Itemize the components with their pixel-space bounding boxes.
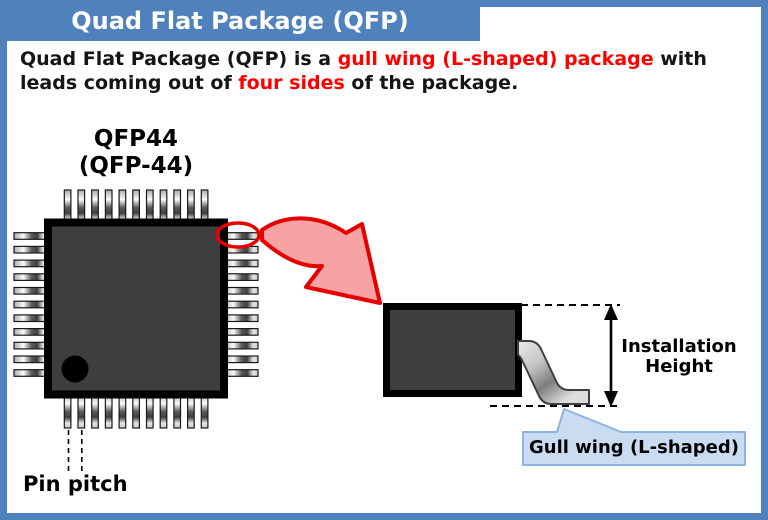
chip-name-label: QFP44 (QFP-44): [78, 126, 194, 179]
zoom-ellipse: [215, 221, 261, 249]
chip-pin: [159, 393, 168, 429]
chip-pin: [187, 393, 195, 429]
chip-pin: [118, 393, 127, 429]
chip-pin: [223, 273, 259, 281]
chip-pin: [13, 245, 49, 254]
chip-pin: [63, 393, 72, 429]
chip-pin: [13, 328, 49, 336]
chip-pin: [223, 314, 259, 323]
zoom-arrow: [260, 216, 382, 305]
gull-wing-label: Gull wing (L-shaped): [528, 437, 739, 458]
chip-pin: [145, 393, 154, 429]
chip-pin: [91, 393, 99, 429]
chip-pin: [223, 286, 259, 295]
chip-pin: [104, 393, 113, 429]
description-highlight: gull wing (L-shaped) package: [337, 48, 654, 70]
chip-pin: [173, 393, 182, 429]
chip-pin: [223, 355, 259, 364]
chip-pin: [13, 355, 49, 364]
chip-pin: [13, 300, 49, 309]
description-segment: Quad Flat Package (QFP) is a: [20, 48, 338, 70]
description-text: Quad Flat Package (QFP) is a gull wing (…: [20, 47, 744, 95]
description-segment: leads coming out of: [20, 72, 239, 94]
chip-pin: [13, 341, 49, 350]
pin-pitch-label: Pin pitch: [23, 472, 128, 496]
chip-pin: [200, 393, 209, 429]
pin-pitch-guides: [67, 430, 83, 474]
chip-pin: [13, 232, 49, 240]
page-title: Quad Flat Package (QFP): [71, 6, 409, 35]
chip-pin: [223, 259, 259, 268]
chip-pin: [13, 286, 49, 295]
chip-pin: [13, 273, 49, 281]
chip-pin: [223, 369, 259, 377]
chip-pin: [13, 314, 49, 323]
package-cross-section: [383, 303, 522, 397]
chip-pin: [13, 259, 49, 268]
chip-pin: [13, 369, 49, 377]
gull-wing-lead: [517, 340, 590, 405]
callout-bubble: [522, 408, 746, 466]
chip-pin: [77, 393, 86, 429]
measure-arrow: [604, 304, 618, 407]
chip-pin: [223, 328, 259, 336]
title-bar: Quad Flat Package (QFP): [0, 0, 480, 41]
chip-pin: [223, 300, 259, 309]
installation-height-label: Installation Height: [621, 336, 737, 377]
description-segment: of the package.: [344, 72, 519, 94]
description-highlight: four sides: [238, 72, 345, 94]
chip-pin: [223, 232, 259, 240]
chip-pin: [223, 341, 259, 350]
chip-pin: [132, 393, 141, 429]
pin1-indicator-dot: [61, 355, 89, 383]
description-segment: with: [653, 48, 707, 70]
